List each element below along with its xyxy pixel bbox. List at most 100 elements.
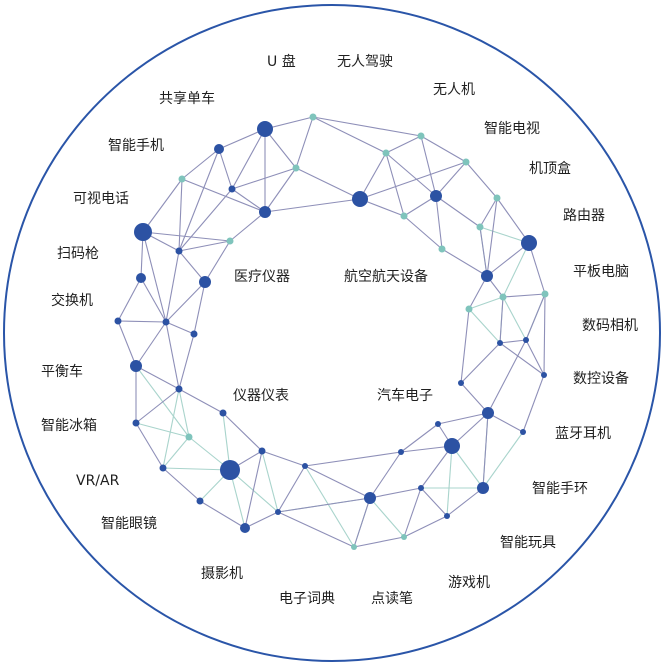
label-reading-pen: 点读笔 <box>371 591 413 607</box>
node-55 <box>400 212 408 220</box>
label-bluetooth-earbuds: 蓝牙耳机 <box>555 426 611 442</box>
edge-61 <box>135 388 180 424</box>
node-45 <box>482 407 494 419</box>
node-40 <box>364 492 376 504</box>
edge-light-1 <box>135 422 190 438</box>
node-31 <box>162 318 170 326</box>
node-48 <box>523 337 529 343</box>
label-u-disk: U 盘 <box>267 54 296 70</box>
node-16 <box>520 429 526 435</box>
edge-58 <box>178 333 195 390</box>
edge-52 <box>140 277 167 323</box>
edge-3 <box>142 178 183 233</box>
edge-65 <box>244 450 263 529</box>
edge-14 <box>496 197 530 244</box>
node-12 <box>351 544 357 550</box>
edge-88 <box>460 308 470 384</box>
edge-54 <box>165 321 195 335</box>
node-0 <box>309 113 317 121</box>
edge-34 <box>435 195 481 228</box>
edge-103 <box>231 167 297 190</box>
edge-6 <box>117 320 137 367</box>
edge-87 <box>499 296 504 344</box>
node-29 <box>175 247 183 255</box>
node-39 <box>302 463 308 469</box>
edge-101 <box>181 178 266 213</box>
node-25 <box>292 164 300 172</box>
edge-57 <box>165 321 180 390</box>
edge-83 <box>460 382 489 414</box>
node-8 <box>132 419 140 427</box>
edge-47 <box>178 240 231 252</box>
edge-36 <box>479 226 488 277</box>
edge-51 <box>165 250 180 323</box>
node-38 <box>275 509 281 515</box>
edge-light-19 <box>482 431 524 489</box>
edge-106 <box>142 231 167 323</box>
label-video-camera: 摄影机 <box>201 566 243 582</box>
edge-light-24 <box>502 242 530 298</box>
edge-97 <box>400 423 439 453</box>
node-14 <box>444 513 450 519</box>
edge-93 <box>522 374 545 433</box>
edge-50 <box>178 250 206 283</box>
node-28 <box>226 237 234 245</box>
edge-82 <box>304 451 402 467</box>
node-9 <box>159 464 167 472</box>
node-33 <box>175 385 183 393</box>
node-3 <box>178 175 186 183</box>
edge-67 <box>277 465 306 513</box>
label-network-switch: 交换机 <box>51 293 93 309</box>
edge-11 <box>312 116 422 137</box>
label-autonomous-driving: 无人驾驶 <box>337 54 393 70</box>
edge-23 <box>218 148 233 190</box>
node-layer <box>114 113 549 550</box>
node-23 <box>382 149 390 157</box>
edge-12 <box>420 135 467 163</box>
label-smart-glasses: 智能眼镜 <box>101 516 157 532</box>
label-e-dictionary: 电子词典 <box>279 591 335 607</box>
edge-22 <box>231 128 266 190</box>
edge-56 <box>165 281 206 323</box>
edge-76 <box>420 445 453 489</box>
node-26 <box>259 206 271 218</box>
edge-26 <box>264 198 361 213</box>
label-smart-fridge: 智能冰箱 <box>41 418 97 434</box>
edge-69 <box>277 511 355 548</box>
edge-96 <box>451 412 489 447</box>
edge-86 <box>487 339 527 414</box>
edge-90 <box>525 339 545 376</box>
edge-63 <box>222 412 263 452</box>
edge-0 <box>264 116 314 130</box>
label-set-top-box: 机顶盒 <box>529 161 571 177</box>
edge-102 <box>142 231 231 242</box>
label-instrumentation: 仪器仪表 <box>233 388 289 404</box>
label-tablet: 平板电脑 <box>573 264 629 280</box>
edge-16 <box>359 152 387 200</box>
edge-92 <box>487 412 524 433</box>
edge-95 <box>525 293 546 341</box>
label-video-phone: 可视电话 <box>73 191 129 207</box>
edge-9 <box>162 467 201 502</box>
edge-85 <box>499 339 527 344</box>
edge-31 <box>420 135 437 197</box>
node-32 <box>190 330 198 338</box>
label-barcode-scanner: 扫码枪 <box>57 246 99 262</box>
edge-42 <box>528 242 546 295</box>
node-19 <box>521 235 537 251</box>
label-vr-ar: VR/AR <box>76 473 120 489</box>
node-20 <box>493 194 501 202</box>
edge-44 <box>178 148 220 252</box>
edge-8 <box>135 422 164 469</box>
node-50 <box>481 270 493 282</box>
node-5 <box>136 273 146 283</box>
edge-light-27 <box>479 226 530 244</box>
edge-39 <box>486 242 530 277</box>
edge-light-25 <box>468 308 501 344</box>
edge-10 <box>199 500 246 529</box>
edge-light-9 <box>261 450 279 513</box>
edge-18 <box>264 128 297 169</box>
edge-light-23 <box>468 296 504 310</box>
node-21 <box>462 158 470 166</box>
